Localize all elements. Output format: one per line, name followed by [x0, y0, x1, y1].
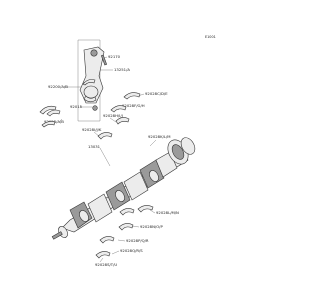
small-end-bore	[90, 49, 98, 57]
callout-92028q: 92028Q/R/S	[120, 248, 143, 253]
callout-92028k: 92028K/L/M	[148, 134, 171, 139]
bearing-shell	[115, 117, 130, 125]
bearing-shell	[41, 121, 56, 128]
callout-92028p: 92028P/Q/R	[126, 238, 149, 243]
callout-92015: 92015	[70, 104, 83, 109]
callout-92028i: 92028I/J/K	[82, 127, 102, 132]
rod-nut-icon	[92, 105, 98, 111]
rod-bolt-icon	[100, 54, 108, 66]
callout-92028n: 92028N/O/P	[140, 224, 163, 229]
diagram-code: E1001	[205, 35, 216, 39]
bearing-shell	[97, 132, 113, 140]
bearing-shell	[46, 109, 61, 117]
callout-13031: 13031	[88, 144, 101, 149]
callout-92200: 92200/A/B	[48, 84, 68, 89]
bearing-shell	[119, 208, 135, 216]
callout-92028c: 92028C/D/E	[145, 91, 168, 96]
crank-gear-icon	[167, 137, 196, 165]
callout-92028h: 92028H/I/J	[103, 113, 123, 118]
rod-bearing-upper	[82, 79, 96, 86]
crankshaft-parts-diagram: E1001 92170 13251/A 92200/A/B 92015 9202…	[39, 35, 216, 267]
callout-13251: 13251/A	[114, 67, 130, 72]
bearing-shell	[99, 236, 115, 244]
callout-92170: 92170	[108, 54, 121, 59]
connecting-rod-group	[77, 39, 108, 122]
bearing-shell	[95, 251, 111, 259]
bearing-shell	[118, 223, 134, 231]
callout-92028s: 92028S/T/U	[95, 262, 117, 267]
crankshaft	[51, 137, 196, 240]
bearing-shell	[123, 92, 141, 100]
callout-92028f: 92028F/G/H	[122, 103, 145, 108]
bearing-shell	[110, 105, 127, 113]
rod-bearing-lower	[83, 95, 97, 103]
bearing-shell	[137, 205, 154, 213]
callout-92028l: 92028L/M/N	[156, 210, 179, 215]
